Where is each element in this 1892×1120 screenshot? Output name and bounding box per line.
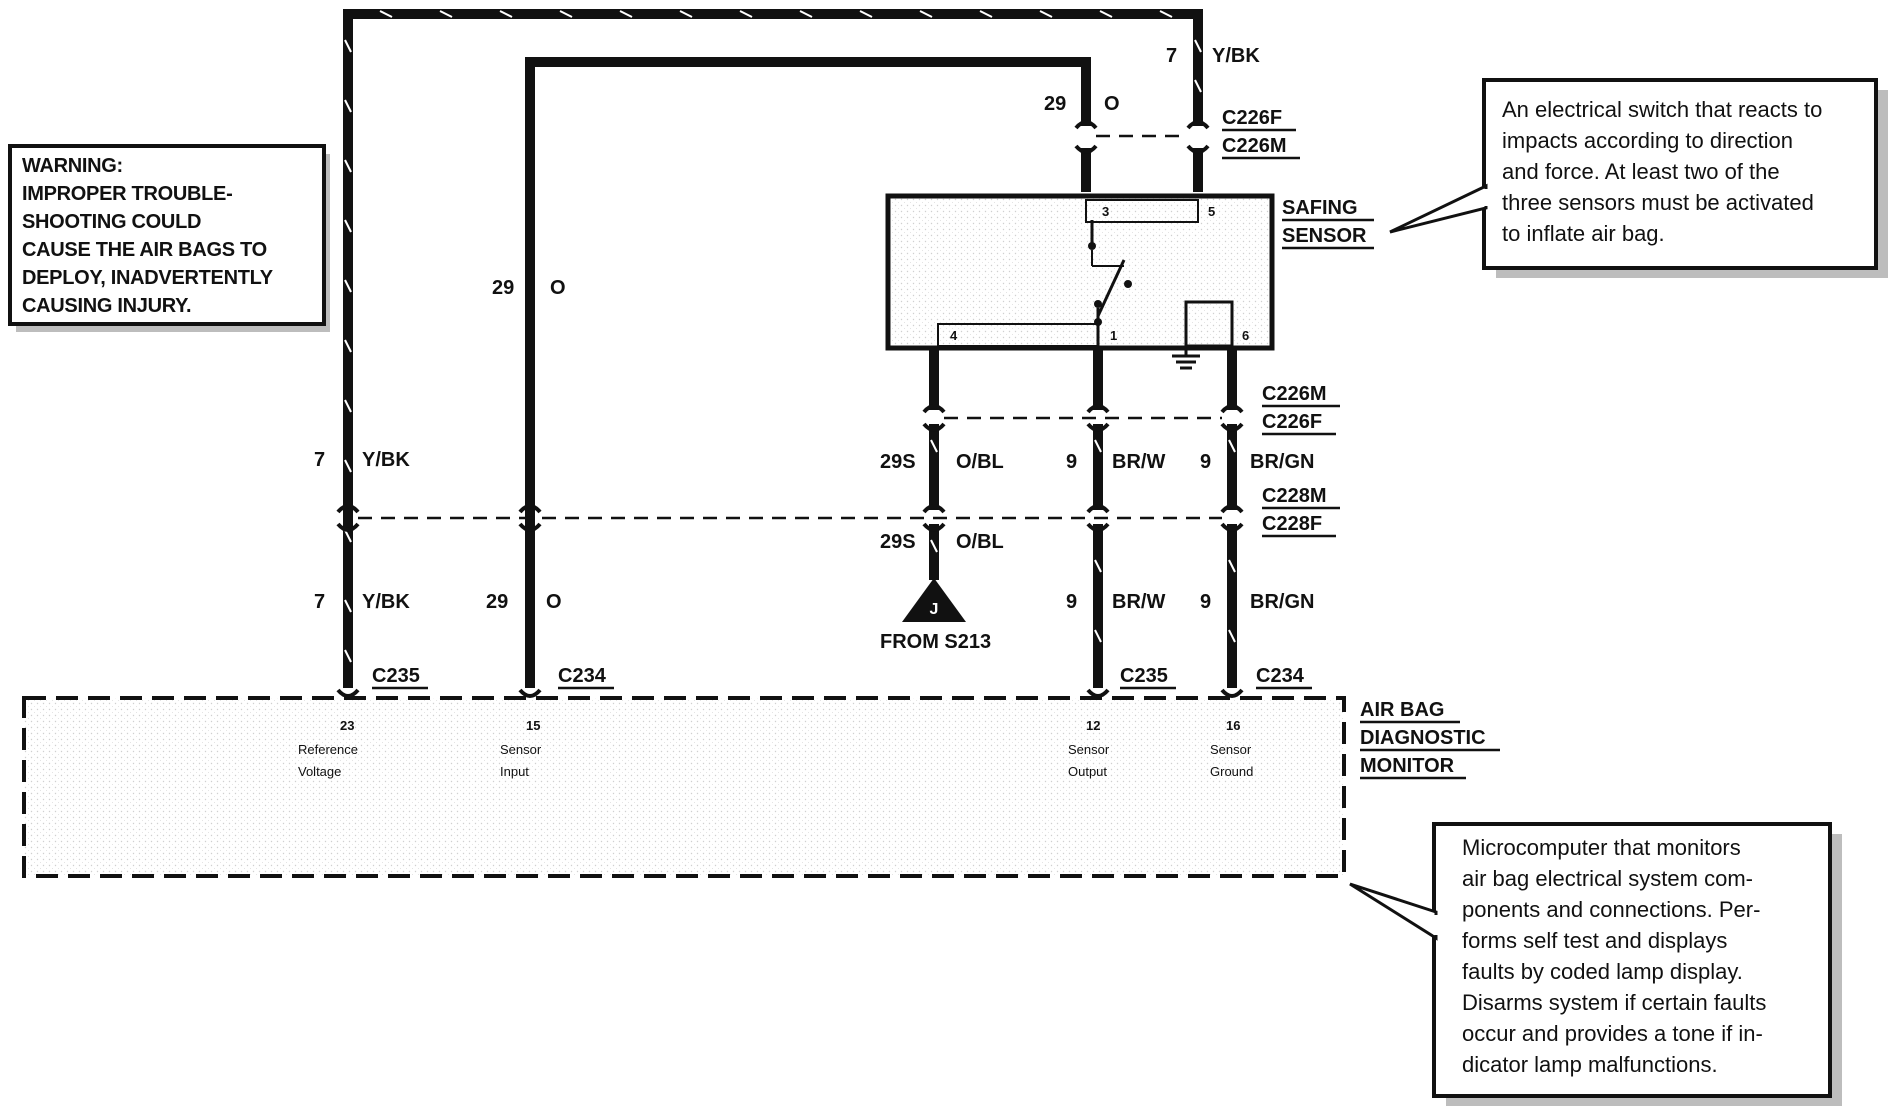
monitor-pin-label: Output [1068,764,1107,779]
connector-label: C228F [1262,513,1322,535]
note-line: three sensors must be activated [1502,190,1814,215]
note-line: and force. At least two of the [1502,159,1780,184]
safing-sensor-box: 3 5 4 1 6 [885,193,1275,370]
note-line: forms self test and displays [1462,928,1727,953]
warning-line: SHOOTING COULD [22,211,201,233]
safing-sensor-note: An electrical switch that reacts to impa… [1389,78,1888,278]
note-line: Microcomputer that monitors [1462,835,1741,860]
connector-label: C226F [1222,107,1282,129]
wire-color: O [1104,93,1120,115]
safing-sensor-title: SENSOR [1282,225,1367,247]
note-line: faults by coded lamp display. [1462,959,1743,984]
wire-color: O [550,277,566,299]
monitor-pin-number: 23 [340,718,354,733]
wire-color: Y/BK [362,591,410,613]
wire-number: 7 [1166,45,1177,67]
wire-yellow-black [343,9,1203,688]
wire-number: 29 [1044,93,1066,115]
wire-number: 7 [314,591,325,613]
wire-orange [525,57,1091,688]
connector-label: C234 [558,665,607,687]
monitor-pin-number: 15 [526,718,540,733]
wire-color: Y/BK [362,449,410,471]
safing-pin-5: 5 [1208,204,1215,219]
monitor-pin-number: 16 [1226,718,1240,733]
connector-label: C228M [1262,485,1326,507]
safing-pin-6: 6 [1242,328,1249,343]
wire-color: BR/W [1112,451,1165,473]
note-line: ponents and connections. Per- [1462,897,1760,922]
monitor-title: AIR BAG [1360,699,1444,721]
monitor-pin-label: Input [500,764,529,779]
wire-number: 29S [880,531,916,553]
splice-label: FROM S213 [880,631,991,653]
wire-number: 9 [1066,451,1077,473]
wire-number: 7 [314,449,325,471]
warning-line: CAUSE THE AIR BAGS TO [22,239,267,261]
safing-pin-1: 1 [1110,328,1117,343]
wire-color: BR/W [1112,591,1165,613]
monitor-pin-label: Sensor [1068,742,1110,757]
wire-number: 9 [1200,451,1211,473]
wire-color: Y/BK [1212,45,1260,67]
wire-color: BR/GN [1250,591,1314,613]
wire-number: 9 [1066,591,1077,613]
warning-line: DEPLOY, INADVERTENTLY [22,267,274,289]
wire-color: O/BL [956,451,1004,473]
warning-line: WARNING: [22,155,123,177]
monitor-pin-label: Sensor [500,742,542,757]
note-line: dicator lamp malfunctions. [1462,1052,1718,1077]
connector-label: C226F [1262,411,1322,433]
connector-label: C234 [1256,665,1305,687]
note-line: occur and provides a tone if in- [1462,1021,1763,1046]
note-line: to inflate air bag. [1502,221,1665,246]
note-line: impacts according to direction [1502,128,1793,153]
note-line: An electrical switch that reacts to [1502,97,1822,122]
monitor-pin-label: Sensor [1210,742,1252,757]
safing-pin-3: 3 [1102,204,1109,219]
monitor-title: DIAGNOSTIC [1360,727,1486,749]
monitor-pin-label: Ground [1210,764,1253,779]
monitor-pin-label: Reference [298,742,358,757]
wire-number: 9 [1200,591,1211,613]
connector-pins [336,120,1244,698]
connector-label: C226M [1222,135,1286,157]
monitor-pin-number: 12 [1086,718,1100,733]
connector-label: C235 [372,665,420,687]
splice-j-symbol: J [902,578,966,622]
monitor-note: Microcomputer that monitors air bag elec… [1349,822,1842,1106]
connector-label: C226M [1262,383,1326,405]
wire-number: 29S [880,451,916,473]
safing-sensor-title: SAFING [1282,197,1358,219]
connector-label: C235 [1120,665,1168,687]
warning-line: CAUSING INJURY. [22,295,191,317]
wire-color: O/BL [956,531,1004,553]
monitor-pin-label: Voltage [298,764,341,779]
warning-box: WARNING: IMPROPER TROUBLE- SHOOTING COUL… [8,144,330,332]
wire-number: 29 [486,591,508,613]
monitor-title: MONITOR [1360,755,1455,777]
splice-letter: J [930,601,939,618]
wire-number: 29 [492,277,514,299]
note-line: Disarms system if certain faults [1462,990,1766,1015]
wire-color: BR/GN [1250,451,1314,473]
wire-dash-ticks [344,10,1236,663]
warning-line: IMPROPER TROUBLE- [22,183,232,205]
note-line: air bag electrical system com- [1462,866,1753,891]
safing-pin-4: 4 [950,328,958,343]
wire-color: O [546,591,562,613]
air-bag-diagnostic-monitor: 23 Reference Voltage 15 Sensor Input 12 … [22,696,1346,878]
